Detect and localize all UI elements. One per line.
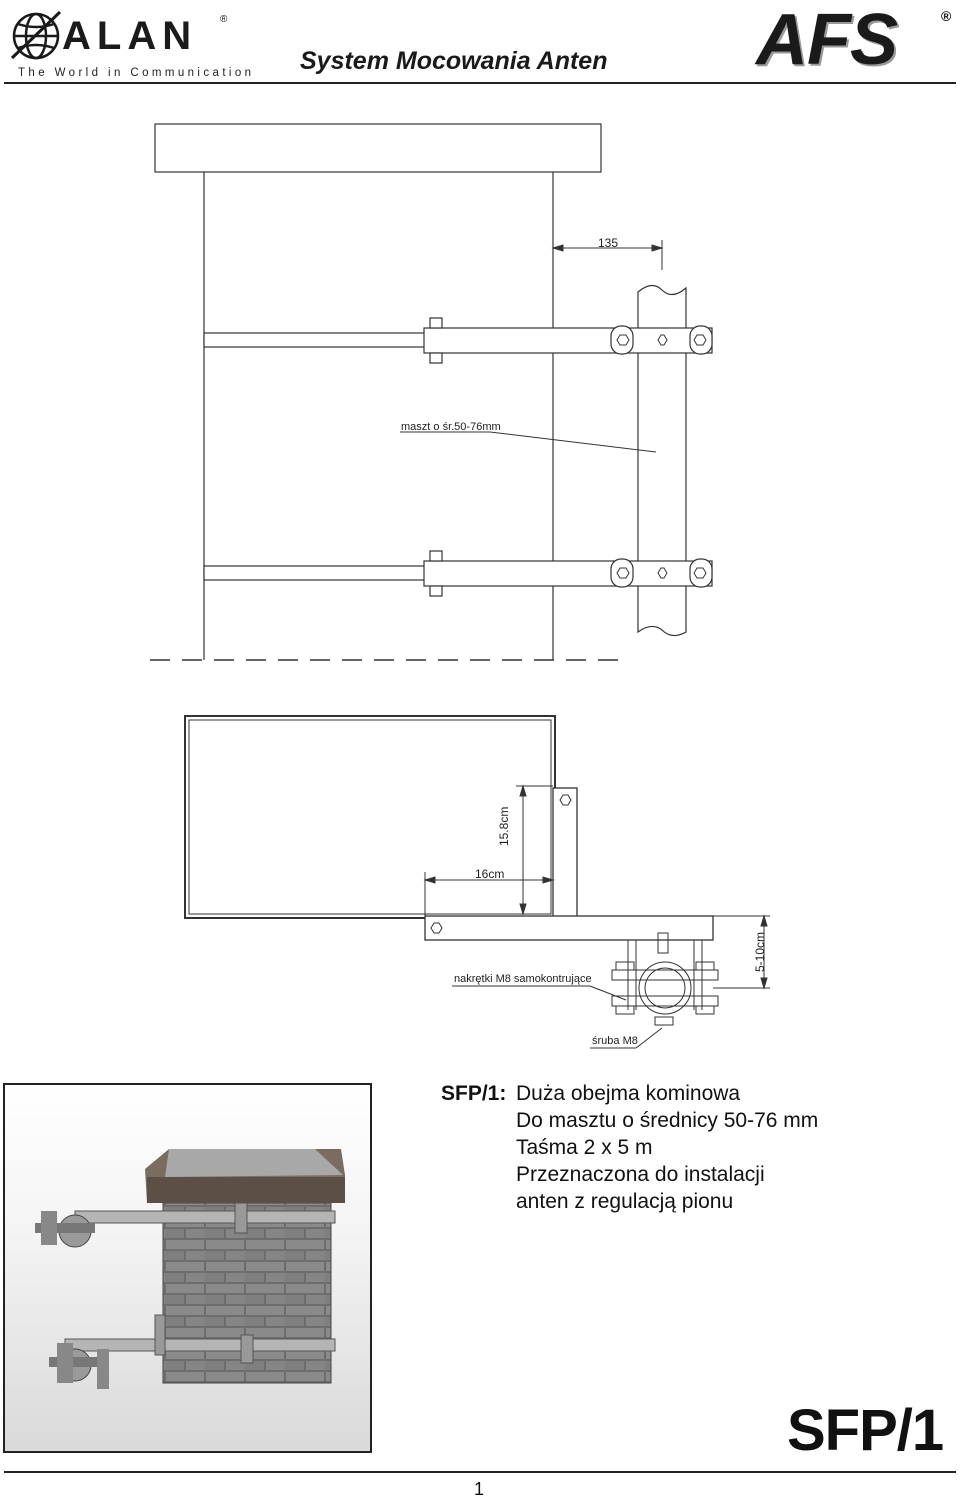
hex-nut-icon [616,334,630,346]
vertical-bracket [552,787,578,919]
description-line: anten z regulacją pionu [516,1190,734,1213]
document-title: System Mocowania Anten [300,47,608,75]
alan-globe-logo [10,10,62,60]
mast-pipe [637,284,687,637]
model-code-large: SFP/1 [787,1398,944,1463]
header-divider [4,82,956,84]
description-line: Przeznaczona do instalacji [516,1163,765,1186]
dimension-5-10cm-label: 5-10cm [753,932,767,972]
hex-nut-icon [657,334,668,346]
hex-nut-icon [693,567,707,579]
globe-icon [10,10,62,60]
upper-bracket-arm [203,317,713,364]
dimension-15-8cm-label: 15.8cm [497,807,511,846]
mast-diameter-label: maszt o śr.50-76mm [401,421,501,433]
lower-bracket-arm [203,550,713,597]
product-description: SFP/1: Duża obejma kominowa Do masztu o ś… [441,1080,818,1215]
afs-brand-logo: AFS [756,0,898,80]
description-line: Do masztu o średnicy 50-76 mm [516,1109,819,1132]
hex-nut-icon [559,794,572,806]
horizontal-bracket [424,915,714,941]
alan-registered-mark: ® [220,14,228,25]
description-line: Taśma 2 x 5 m [516,1136,653,1159]
footer-divider [4,1471,956,1473]
hex-nut-icon [616,567,630,579]
chimney-side-view [184,715,556,919]
chimney-cap [154,123,602,173]
page-number: 1 [474,1479,485,1499]
alan-brand-name: ALAN [62,14,198,58]
dimension-135-label: 135 [598,236,618,250]
hex-nut-icon [693,334,707,346]
afs-registered-mark: ® [941,8,952,24]
bolt-label: śruba M8 [592,1035,638,1047]
nuts-label: nakrętki M8 samokontrujące [454,973,592,985]
alan-tagline: The World in Communication [18,67,255,79]
hex-nut-icon [430,922,443,934]
hex-nut-icon [657,567,668,579]
technical-drawing: 135 maszt o śr.50-76mm [150,123,770,1049]
description-line: Duża obejma kominowa [516,1082,741,1105]
model-code-label: SFP/1: [441,1082,507,1105]
dimension-16cm-label: 16cm [475,867,504,881]
product-photo [3,1083,372,1453]
mast-clamp [611,932,719,1026]
